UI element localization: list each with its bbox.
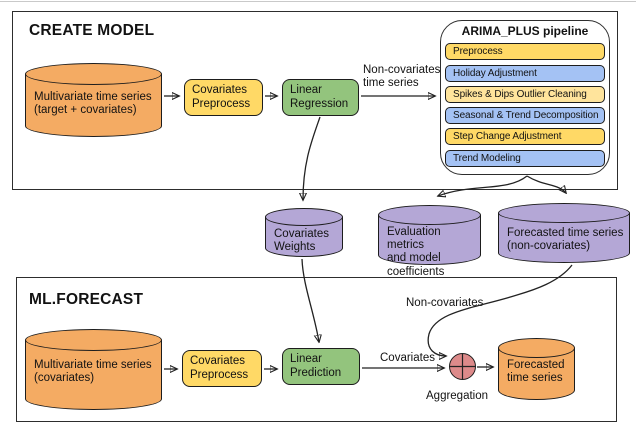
page-top-divider [0,1,636,2]
non-covariates-arrow-label: Non-covariates [406,297,484,309]
store-label: Multivariate time series (target + covar… [34,91,152,117]
store-label: Forecasted time series [507,359,565,385]
cylinder-cap [25,63,162,85]
store-label: Covariates Weights [274,228,329,254]
arima-plus-pipeline-title: ARIMA_PLUS pipeline [461,24,589,38]
cylinder-body [25,340,162,410]
store-label: Forecasted time series (non-covariates) [507,227,624,253]
cylinder-cap [498,338,575,358]
pipeline-step-holiday-adjustment: Holiday Adjustment [445,64,605,82]
cylinder-cap [498,203,630,223]
pipeline-step-preprocess: Preprocess [445,43,605,61]
multivariate-ts-target-covariates-store: Multivariate time series (target + covar… [25,63,162,137]
create-model-title: CREATE MODEL [29,22,155,39]
ml-forecast-title: ML.FORECAST [29,291,144,308]
cylinder-cap [378,205,481,225]
store-label: Multivariate time series (covariates) [34,359,152,385]
non-covariates-time-series-label: Non-covariates time series [363,64,441,89]
cylinder-cap [25,329,162,351]
pipeline-step-seasonal-trend-decomposition: Seasonal & Trend Decomposition [445,107,605,125]
multivariate-ts-covariates-store: Multivariate time series (covariates) [25,329,162,410]
covariates-arrow-label: Covariates [380,352,435,364]
pipeline-step-step-change-adjustment: Step Change Adjustment [445,128,605,146]
covariates-preprocess-step-create: Covariates Preprocess [184,79,263,116]
aggregation-label: Aggregation [426,390,489,402]
evaluation-metrics-store: Evaluation metrics and model coefficient… [378,205,481,278]
pipeline-step-trend-modeling: Trend Modeling [445,149,605,167]
aggregation-node [449,353,476,380]
arima-plus-pipeline-container: ARIMA_PLUS pipeline Preprocess Holiday A… [440,20,610,175]
store-label: Evaluation metrics and model coefficient… [387,226,445,278]
pipeline-step-spikes-dips-outlier-cleaning: Spikes & Dips Outlier Cleaning [445,85,605,103]
cylinder-cap [265,208,343,226]
forecasted-non-covariates-store: Forecasted time series (non-covariates) [498,203,630,263]
covariates-preprocess-step-forecast: Covariates Preprocess [182,350,262,387]
linear-prediction-step: Linear Prediction [282,348,360,385]
linear-regression-step: Linear Regression [282,79,359,116]
forecasted-time-series-store: Forecasted time series [498,338,575,400]
covariates-weights-store: Covariates Weights [265,208,343,257]
